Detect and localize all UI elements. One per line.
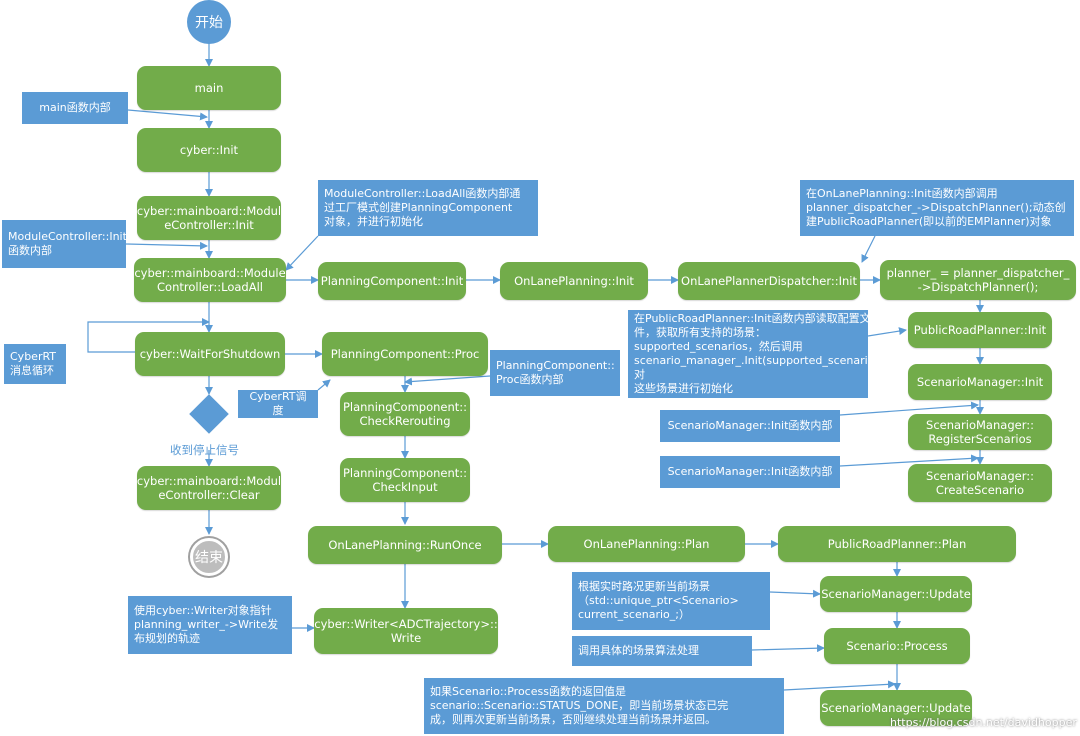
clear-node: cyber::mainboard::Modul eController::Cle… bbox=[137, 466, 281, 510]
pc-reroute-node: PlanningComponent:: CheckRerouting bbox=[340, 392, 470, 436]
connector-process-note bbox=[751, 644, 825, 653]
watermark-text: https://blog.csdn.net/davidhopper bbox=[890, 716, 1077, 729]
connector-mcinit-note bbox=[125, 241, 208, 250]
olp-plan-node: OnLanePlanning::Plan bbox=[548, 526, 745, 562]
note-writer-inside: 使用cyber::Writer对象指针 planning_writer_->Wr… bbox=[128, 596, 292, 654]
sm-create-node: ScenarioManager:: CreateScenario bbox=[908, 464, 1052, 502]
note-update-inside: 根据实时路况更新当前场景 （std::unique_ptr<Scenario> … bbox=[572, 572, 770, 630]
main-node: main bbox=[137, 66, 281, 110]
scenario-process-node: Scenario::Process bbox=[824, 628, 970, 664]
start-node: 开始 bbox=[187, 0, 231, 44]
wait-shutdown-node: cyber::WaitForShutdown bbox=[135, 332, 285, 376]
olp-runonce-node: OnLanePlanning::RunOnce bbox=[308, 526, 502, 564]
sm-update2-node: ScenarioManager::Update bbox=[820, 690, 972, 726]
planner-assign-node: planner_ = planner_dispatcher_ ->Dispatc… bbox=[880, 260, 1076, 300]
connector-sminit2-note bbox=[839, 454, 979, 467]
module-init-node: cyber::mainboard::Modul eController::Ini… bbox=[137, 196, 281, 240]
sm-init-node: ScenarioManager::Init bbox=[908, 364, 1052, 400]
connector-olpinit-note bbox=[861, 235, 876, 263]
note-load-all-inside: ModuleController::LoadAll函数内部通 过工厂模式创建Pl… bbox=[318, 180, 538, 236]
connector-main-note bbox=[127, 109, 208, 121]
connector-sminit1-note bbox=[839, 401, 979, 416]
dispatcher-init-node: OnLanePlannerDispatcher::Init bbox=[678, 262, 860, 300]
connector-proc-note bbox=[404, 375, 491, 386]
note-status-done: 如果Scenario::Process函数的返回值是 scenario::Sce… bbox=[424, 678, 784, 734]
connector-loadall-note bbox=[285, 235, 319, 271]
note-sm-init-inside-2: ScenarioManager::Init函数内部 bbox=[660, 456, 840, 488]
note-cyberrt-loop: CyberRT 消息循环 bbox=[4, 344, 66, 384]
note-main-inside: main函数内部 bbox=[22, 92, 128, 124]
prp-init-node: PublicRoadPlanner::Init bbox=[908, 312, 1052, 348]
arrow-cyberrt-loop bbox=[87, 318, 210, 353]
note-sm-init-inside-1: ScenarioManager::Init函数内部 bbox=[660, 410, 840, 442]
cyber-init-node: cyber::Init bbox=[137, 128, 281, 172]
note-mc-init-inside: ModuleController::Init 函数内部 bbox=[2, 220, 127, 268]
pc-input-node: PlanningComponent:: CheckInput bbox=[340, 458, 470, 502]
pc-proc-node: PlanningComponent::Proc bbox=[322, 332, 488, 376]
note-prp-init-inside: 在PublicRoadPlanner::Init函数内部读取配置文 件，获取所有… bbox=[628, 310, 888, 398]
note-process-inside: 调用具体的场景算法处理 bbox=[572, 636, 752, 666]
end-node: 结束 bbox=[190, 538, 228, 576]
connector-statusdone-note bbox=[783, 680, 896, 691]
note-cyberrt-sched: CyberRT调度 bbox=[238, 390, 318, 418]
pc-init-node: PlanningComponent::Init bbox=[318, 262, 466, 300]
olp-init-node: OnLanePlanning::Init bbox=[500, 262, 648, 300]
sm-register-node: ScenarioManager:: RegisterScenarios bbox=[908, 414, 1052, 450]
connector-prpinit-note bbox=[867, 327, 907, 337]
connector-sched-note bbox=[317, 379, 331, 391]
prp-plan-node: PublicRoadPlanner::Plan bbox=[778, 526, 1016, 562]
sm-update1-node: ScenarioManager::Update bbox=[820, 576, 972, 612]
note-pc-proc-inside: PlanningComponent:: Proc函数内部 bbox=[490, 350, 620, 396]
writer-node: cyber::Writer<ADCTrajectory>:: Write bbox=[314, 608, 498, 654]
connector-update-note bbox=[769, 589, 821, 598]
note-olp-init-inside: 在OnLanePlanning::Init函数内部调用 planner_disp… bbox=[800, 180, 1074, 236]
load-all-node: cyber::mainboard::Module Controller::Loa… bbox=[134, 258, 286, 302]
decision-label: 收到停止信号 bbox=[170, 443, 239, 457]
